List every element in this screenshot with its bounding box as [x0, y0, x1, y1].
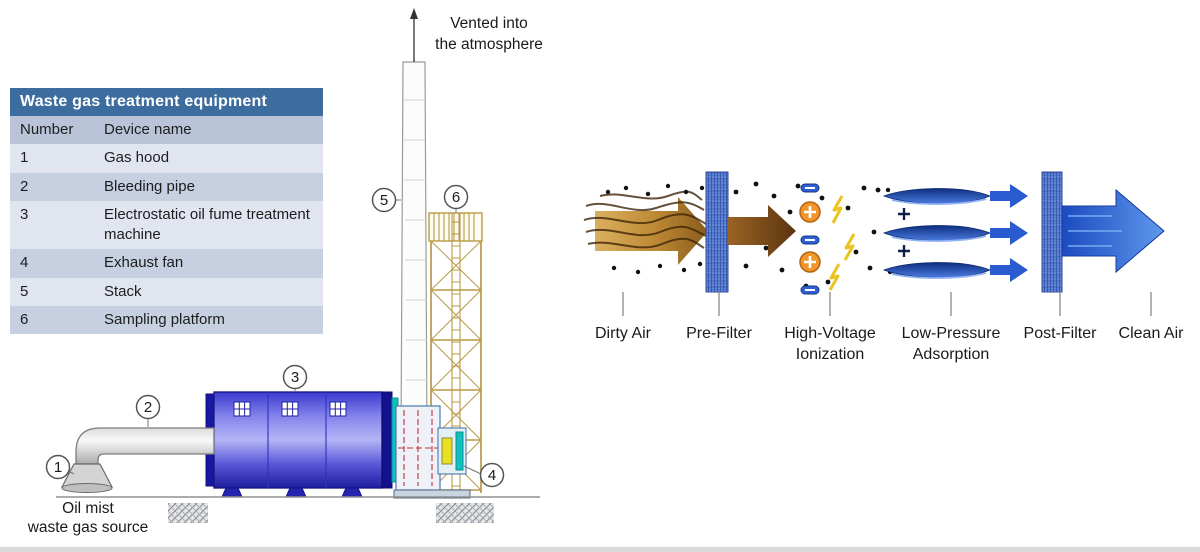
table-row: 5 Stack	[10, 277, 323, 306]
stage-label-adsorption-line1: Low-Pressure	[902, 325, 1001, 342]
table-row: 2 Bleeding pipe	[10, 172, 323, 201]
gas-hood	[61, 463, 113, 493]
column-header-number: Number	[20, 121, 74, 138]
device-name: Electrostatic oil fume treatment machine	[104, 205, 310, 243]
stage-label-dirty-air: Dirty Air	[595, 325, 652, 342]
device-number: 6	[20, 310, 29, 328]
table-row: 3 Electrostatic oil fume treatment machi…	[10, 200, 323, 250]
stage-label-ionization-line2: Ionization	[796, 346, 865, 363]
callouts: 1 2 3 4 5 6	[45, 184, 505, 488]
callout-6-label: 6	[452, 189, 460, 206]
callout-6: 6	[443, 184, 469, 210]
device-name: Bleeding pipe	[104, 177, 195, 195]
exhaust-fan	[393, 405, 471, 499]
stage-tick-marks	[622, 292, 1152, 316]
callout-1-label: 1	[54, 459, 62, 476]
fan-centerlines	[398, 410, 438, 486]
source-label-line1: Oil mist	[62, 500, 114, 517]
callout-4-label: 4	[488, 467, 496, 484]
source-label-line2: waste gas source	[27, 519, 149, 536]
device-number: 3	[20, 205, 29, 223]
device-number: 2	[20, 177, 29, 195]
process-schematic: 1 2 3 4 5 6 Vent	[27, 8, 543, 536]
stage-label-clean-air: Clean Air	[1119, 325, 1185, 342]
ground	[56, 496, 540, 523]
smoke-streaks	[583, 190, 707, 249]
callout-2-label: 2	[144, 399, 152, 416]
device-number: 4	[20, 254, 29, 272]
device-name: Gas hood	[104, 149, 170, 167]
callout-3-label: 3	[291, 369, 299, 386]
callout-leader-lines	[65, 199, 482, 475]
dirt-particles	[605, 181, 893, 289]
charge-plus-marks	[898, 208, 910, 257]
clean-air-arrow	[1061, 188, 1165, 274]
callout-5: 5	[371, 187, 397, 213]
dirty-air-arrow	[583, 190, 708, 265]
callout-1: 1	[45, 454, 71, 480]
table-row: 6 Sampling platform	[10, 305, 323, 334]
table-row: 4 Exhaust fan	[10, 249, 323, 278]
post-filter-panel	[1041, 171, 1063, 293]
column-header-device-name: Device name	[104, 121, 192, 138]
bottom-border	[0, 547, 1200, 552]
stack	[400, 8, 428, 435]
device-number: 1	[20, 149, 29, 167]
table-row: 1 Gas hood	[10, 144, 323, 173]
device-name: Sampling platform	[104, 310, 225, 328]
equipment-table: Waste gas treatment equipment Number Dev…	[10, 88, 323, 334]
machine-windows	[233, 401, 347, 417]
vent-label-line1: Vented into	[450, 15, 528, 32]
adsorption-out-arrows	[990, 184, 1028, 282]
equipment-table-title: Waste gas treatment equipment	[10, 88, 323, 116]
table-header-row: Number Device name	[10, 116, 323, 145]
stage-label-ionization-line1: High-Voltage	[784, 325, 876, 342]
plus-ion-icon	[799, 201, 821, 273]
machine-legs	[221, 487, 363, 498]
vent-arrowhead-icon	[410, 8, 418, 19]
callout-2: 2	[135, 394, 161, 420]
device-name: Stack	[104, 282, 142, 300]
stage-label-post-filter: Post-Filter	[1024, 325, 1098, 342]
pre-filter-panel	[705, 171, 729, 293]
stage-label-pre-filter: Pre-Filter	[686, 325, 752, 342]
ground-hatch	[168, 503, 208, 523]
callout-5-label: 5	[380, 192, 388, 209]
stage-labels: Dirty Air Pre-Filter High-Voltage Ioniza…	[595, 325, 1184, 363]
tube-highlights	[891, 198, 987, 279]
spark-icon	[828, 195, 856, 291]
ionization-zone	[799, 183, 856, 295]
callout-3: 3	[282, 364, 308, 390]
stage-label-adsorption-line2: Adsorption	[913, 346, 990, 363]
device-name: Exhaust fan	[104, 254, 184, 272]
electrostatic-machine	[205, 391, 399, 498]
ground-hatch	[436, 503, 494, 523]
vent-label-line2: the atmosphere	[435, 36, 543, 53]
mid-flow-arrow	[728, 205, 796, 257]
callout-4: 4	[479, 462, 505, 488]
purification-flow-diagram: Dirty Air Pre-Filter High-Voltage Ioniza…	[583, 171, 1184, 363]
adsorption-zone	[882, 184, 1028, 282]
minus-electrode-icon	[800, 183, 820, 295]
bleeding-pipe	[75, 427, 215, 465]
device-number: 5	[20, 282, 29, 300]
